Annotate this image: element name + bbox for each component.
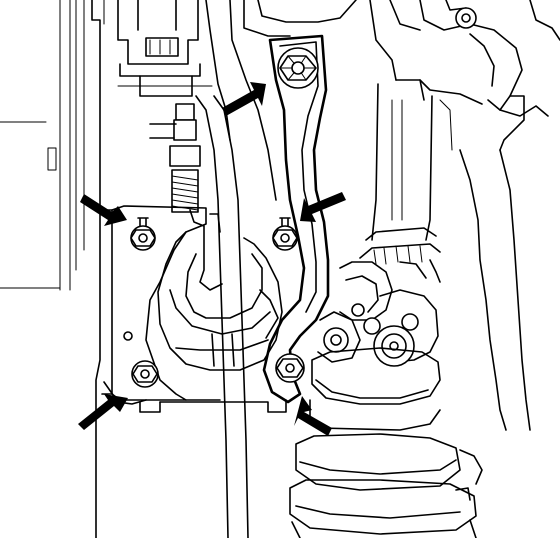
callout-arrows [78, 82, 346, 436]
arrow-icon [300, 192, 346, 222]
arrow-icon [78, 394, 128, 430]
support-bracket [259, 34, 330, 404]
column-tube [359, 83, 531, 431]
left-upper-nut [130, 217, 156, 251]
threaded-stud [149, 103, 201, 213]
central-rod [189, 95, 249, 538]
left-frame-lines [0, 0, 105, 538]
right-lower-nut [275, 353, 305, 383]
left-lower-nut [131, 360, 159, 388]
upper-shaft-assembly [117, 0, 421, 201]
lower-shaft-boot [289, 347, 483, 538]
bracket-top-bolt [277, 47, 319, 89]
arrow-icon [294, 396, 332, 436]
mounting-plate [101, 205, 287, 413]
ball-joint-boot [157, 231, 283, 371]
right-linkage [395, 0, 560, 151]
arrow-icon [80, 194, 127, 226]
universal-joint [317, 259, 441, 367]
arrow-icon [222, 82, 266, 116]
right-upper-nut [272, 217, 298, 251]
